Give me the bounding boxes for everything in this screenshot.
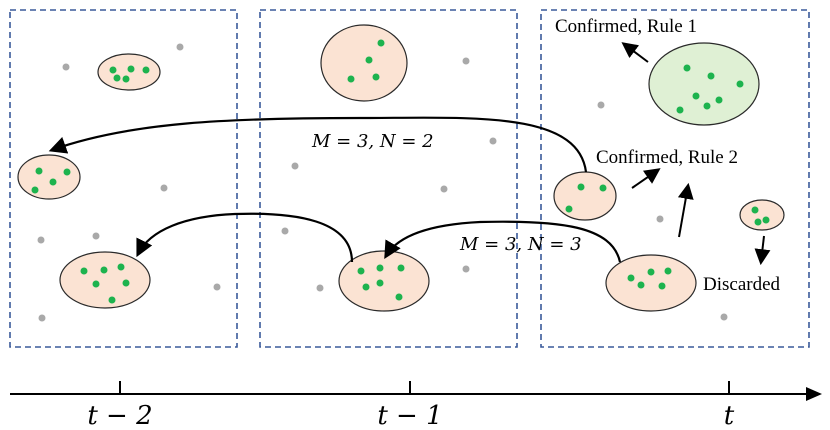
pointer-discarded (754, 235, 771, 266)
cluster-t-minus-2-top (97, 53, 161, 91)
clutter-points-t (597, 101, 728, 321)
pointer-rule2-b (677, 182, 694, 238)
panel-t (540, 9, 810, 348)
association-arrow-lower-right (384, 220, 622, 263)
time-axis-arrowhead (806, 387, 822, 401)
cluster-t-bottom (605, 254, 697, 312)
association-arrow-upper (48, 116, 588, 173)
tick-label-t-minus-2: t − 2 (87, 401, 152, 430)
cluster-t-confirmed-rule2 (553, 171, 617, 221)
association-arrow-lower-left (136, 212, 354, 263)
tick-label-t-minus-1: t − 1 (377, 401, 442, 430)
panel-t-minus-2 (9, 9, 238, 348)
clutter-points-t-minus-1 (281, 57, 497, 292)
clutter-points-t-minus-2 (37, 43, 221, 322)
cluster-t-minus-2-middle (17, 154, 81, 200)
pointer-rule1 (621, 42, 649, 63)
label-discarded: Discarded (703, 274, 781, 295)
tick-label-t: t (724, 401, 735, 430)
pointer-rule2-a (631, 168, 661, 189)
label-confirmed-rule1: Confirmed, Rule 1 (555, 16, 697, 37)
label-confirmed-rule2: Confirmed, Rule 2 (596, 147, 738, 168)
panel-t-minus-1 (259, 9, 518, 348)
label-link-upper: M = 3, N = 2 (311, 131, 434, 152)
cluster-t-discarded (739, 199, 785, 231)
label-link-lower: M = 3, N = 3 (459, 234, 582, 255)
cluster-t-confirmed-rule1 (648, 42, 760, 126)
cluster-t-minus-1-bottom (338, 250, 430, 312)
cluster-t-minus-2-bottom (59, 251, 151, 309)
cluster-t-minus-1-top (320, 24, 408, 102)
